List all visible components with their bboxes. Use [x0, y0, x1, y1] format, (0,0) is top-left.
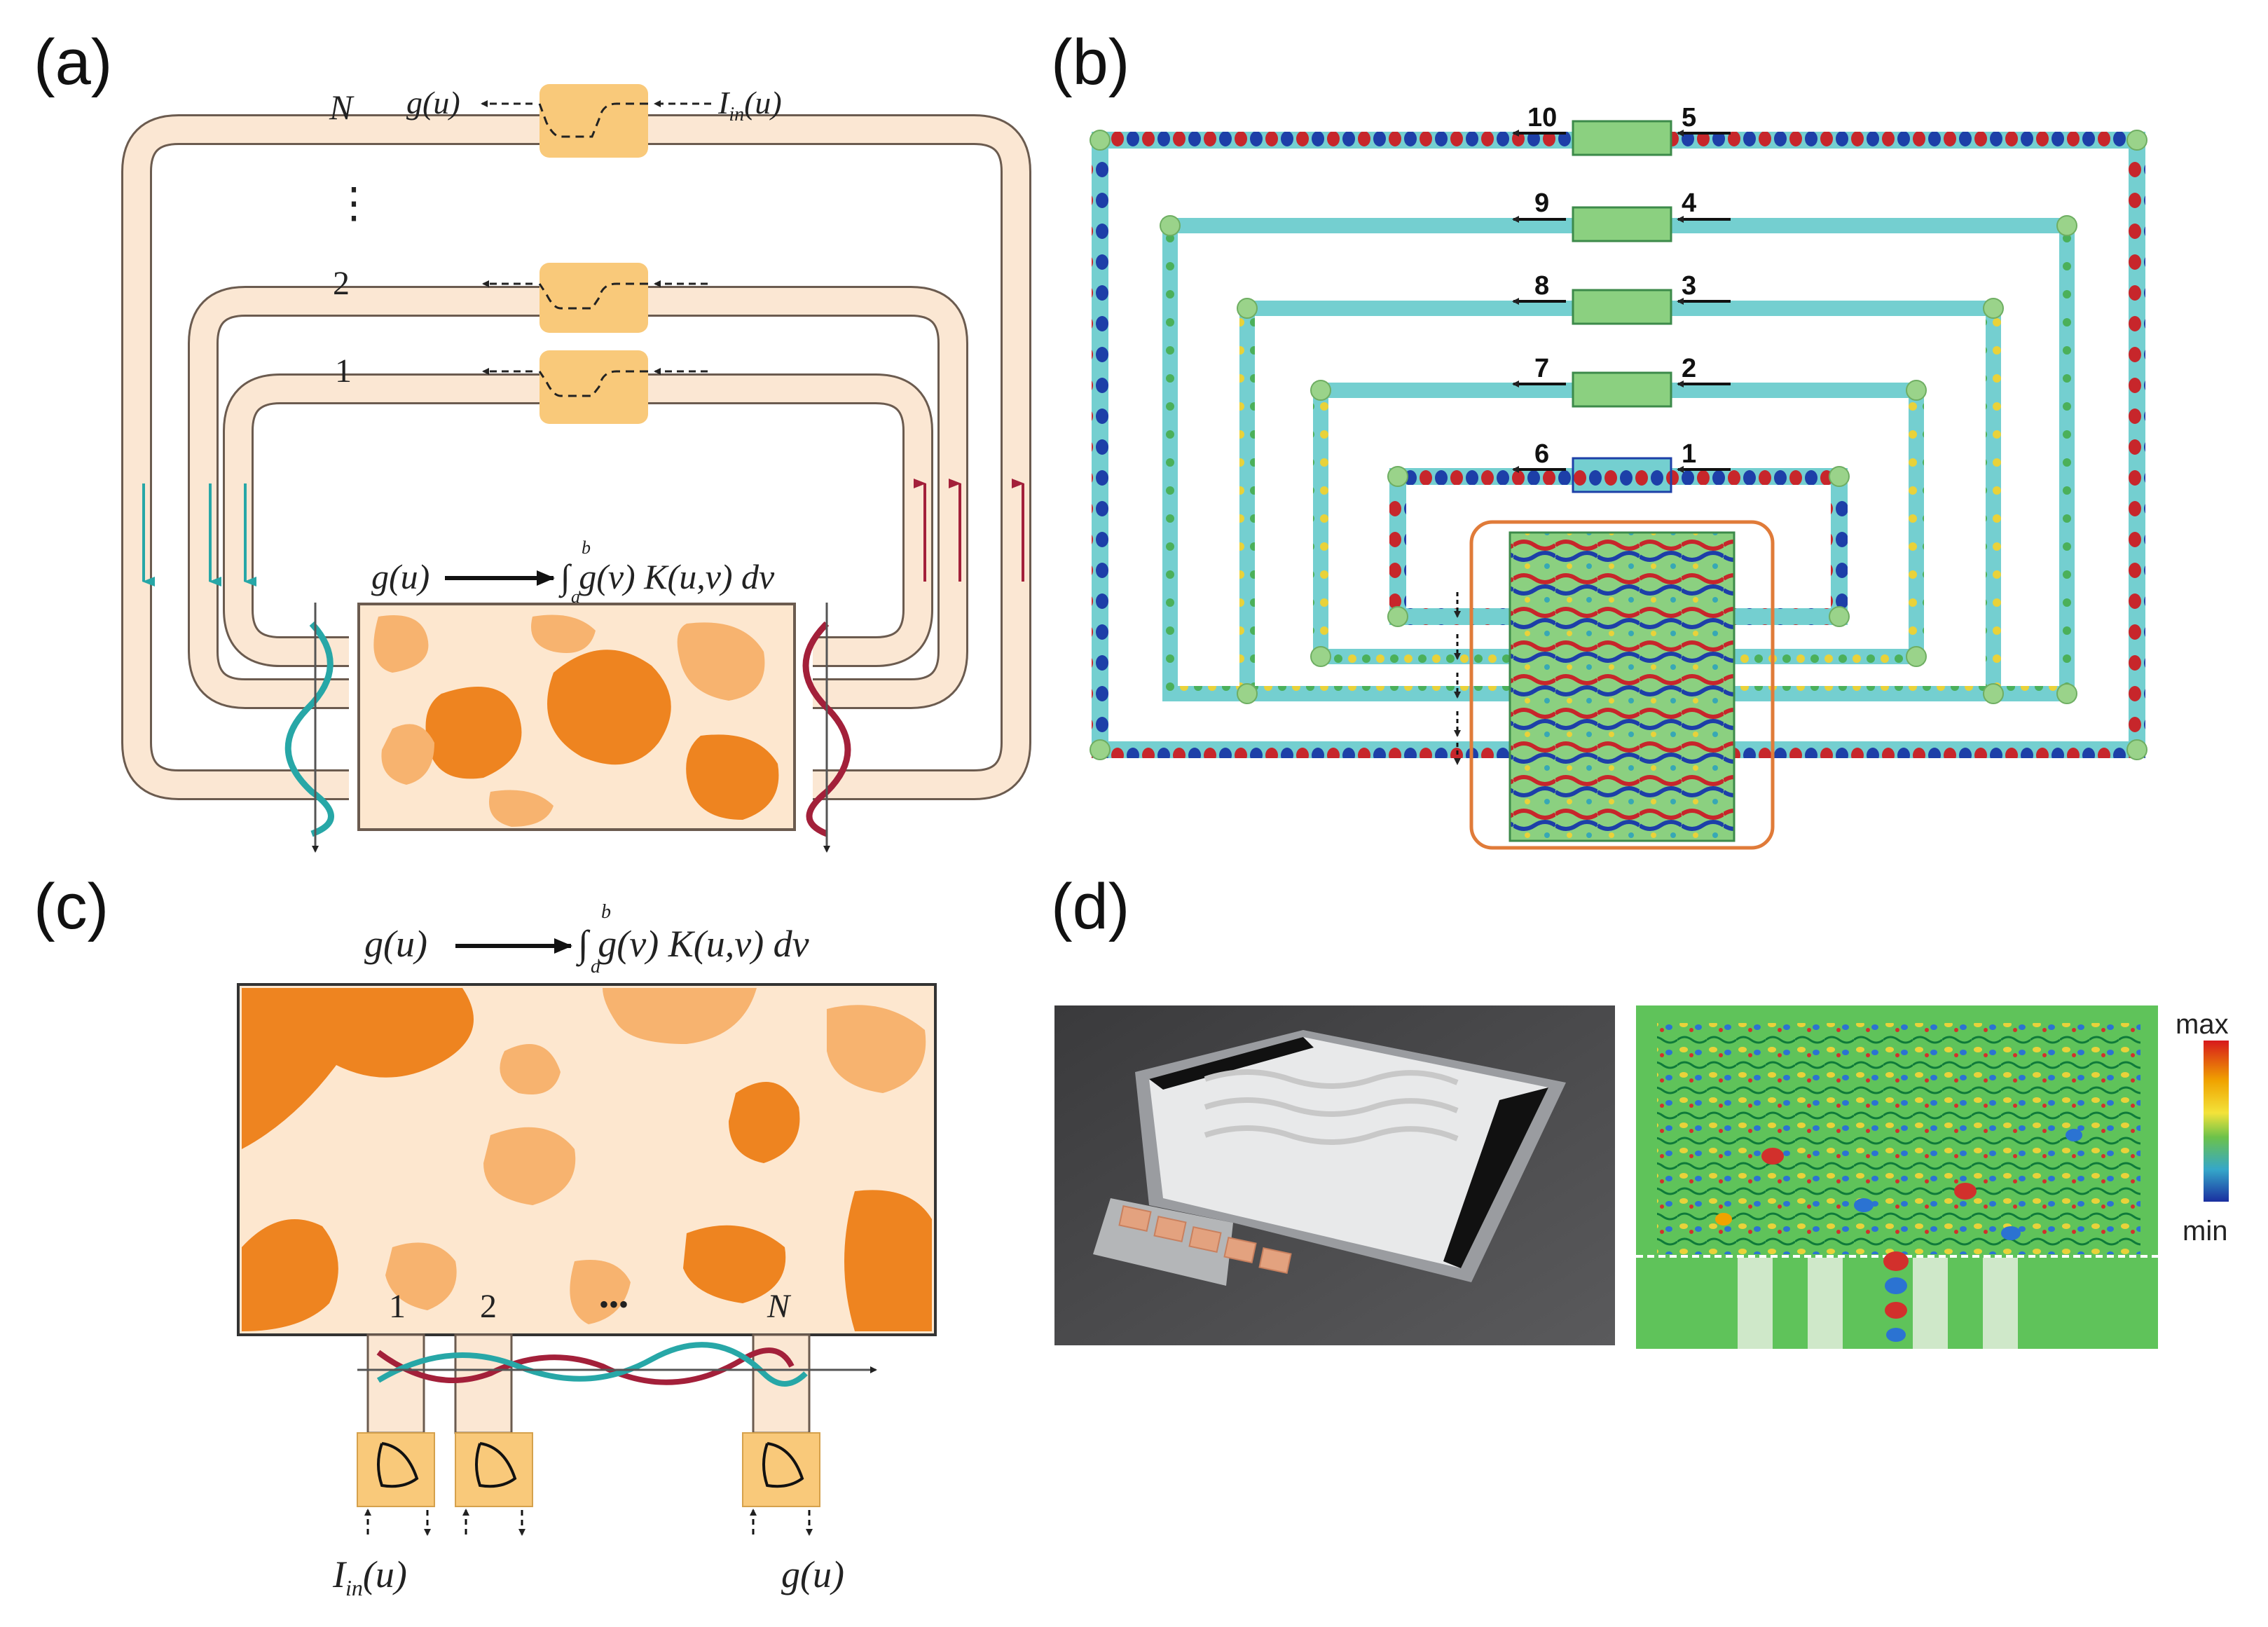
port-number-10: 10: [1527, 103, 1557, 132]
equation-a-upper-limit: b: [582, 537, 591, 558]
port-number-2: 2: [1682, 354, 1696, 383]
red-wave-right: [802, 621, 851, 837]
panel-d: (d): [1051, 871, 2229, 1349]
coupler-output-label: g(u): [406, 85, 460, 121]
input-label-c: Iin(u): [332, 1553, 407, 1600]
device-photo: [1054, 1005, 1615, 1345]
port-label-c-dots: •••: [599, 1289, 628, 1320]
equation-c-upper-limit: b: [601, 901, 611, 923]
port-number-5: 5: [1682, 103, 1696, 132]
red-flow-arrows: [914, 479, 1024, 582]
port-number-3: 3: [1682, 271, 1696, 301]
loop-label-1: 1: [335, 352, 352, 390]
coupler-dashed-arrows: [481, 100, 711, 375]
corner-nodes: [1090, 130, 2147, 760]
panel-a-label: (a): [34, 27, 112, 98]
field-simulation: [1636, 1005, 2158, 1349]
port-number-1: 1: [1682, 439, 1696, 469]
loop-ellipsis: ⋮: [333, 180, 375, 226]
panel-b: (b): [1051, 27, 2147, 850]
teal-wave-left: [284, 621, 334, 837]
equation-a-left: g(u): [371, 557, 429, 596]
scattering-region-highlight: [1469, 520, 1775, 850]
couplers-c: [357, 1432, 820, 1507]
panel-c-label: (c): [34, 871, 109, 942]
port-number-4: 4: [1682, 188, 1696, 218]
panel-d-label: (d): [1051, 871, 1129, 942]
port-number-8: 8: [1534, 271, 1549, 301]
kernel-region-a: [357, 603, 796, 831]
port-arrows: [1512, 130, 1731, 473]
coupler-n: [538, 84, 648, 158]
port-blocks: [1572, 120, 1672, 408]
loop-label-2: 2: [333, 265, 350, 302]
equation-a-right: ∫ g(v) K(u,v) dv: [558, 557, 775, 598]
port-number-9: 9: [1534, 188, 1549, 218]
colorbar: [2204, 1041, 2229, 1202]
port-label-c-n: N: [767, 1288, 792, 1325]
port-number-7: 7: [1534, 354, 1549, 383]
port-block-1: [1572, 457, 1672, 493]
scattering-region: [1508, 531, 1736, 842]
red-wave-c: [376, 1347, 795, 1385]
equation-c-lower-limit: a: [591, 956, 600, 977]
port-number-6: 6: [1534, 439, 1549, 469]
equation-c-right: ∫ g(v) K(u,v) dv: [576, 923, 809, 967]
port-label-c-1: 1: [389, 1288, 406, 1325]
port-label-c-2: 2: [480, 1288, 497, 1325]
coupler-2: [538, 263, 648, 333]
colorbar-max-label: max: [2176, 1009, 2229, 1040]
panel-a: (a): [34, 27, 1031, 853]
coupler-arrows-c: [364, 1509, 813, 1536]
output-label-c: g(u): [781, 1553, 844, 1595]
colorbar-min-label: min: [2183, 1216, 2227, 1247]
loop-label-n: N: [329, 88, 355, 127]
port-waveguides-c: [366, 1333, 811, 1434]
equation-a-lower-limit: a: [571, 586, 580, 607]
sim-hotspots: [1715, 1129, 2082, 1240]
panel-b-label: (b): [1051, 27, 1129, 98]
teal-flow-arrows: [142, 483, 256, 586]
coupler-input-label: Iin(u): [717, 85, 782, 125]
panel-c: (c) g(u) ∫ g(v) K(u,v) dv b a 1 2 ••• N: [34, 871, 937, 1600]
coupler-1: [538, 350, 648, 424]
kernel-region-c: [237, 983, 937, 1336]
equation-c-left: g(u): [364, 923, 427, 965]
